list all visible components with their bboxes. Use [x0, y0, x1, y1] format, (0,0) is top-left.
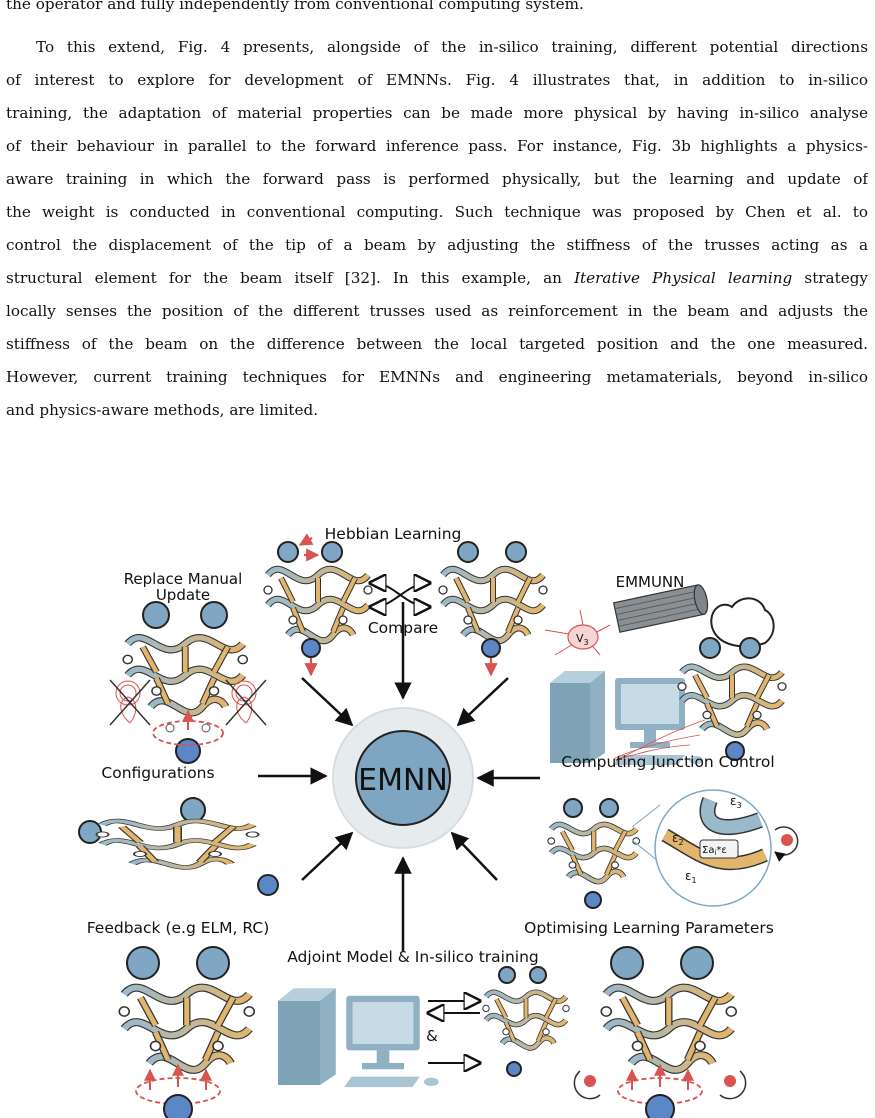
compare-label: Compare — [368, 619, 438, 637]
text-line: stiffness of the beam on the difference … — [6, 335, 868, 353]
epsilon-3: ε3 — [730, 794, 742, 810]
text-line: aware training in which the forward pass… — [6, 170, 868, 188]
text-line: To this extend, Fig. 4 presents, alongsi… — [36, 38, 868, 56]
text-line: locally senses the position of the diffe… — [6, 302, 868, 320]
text-line: and physics-aware methods, are limited. — [6, 401, 319, 419]
epsilon-2: ε2 — [672, 831, 684, 847]
hebbian-learning-label: Hebbian Learning — [325, 525, 462, 543]
update-label: Update — [156, 586, 210, 604]
sum-label: Σai*ε — [702, 845, 727, 857]
optimising-label: Optimising Learning Parameters — [524, 919, 774, 937]
gear-icon — [724, 1075, 736, 1087]
text-line: However, current training techniques for… — [6, 368, 868, 386]
adjoint-computer-icon — [278, 988, 439, 1088]
gear-icon — [584, 1075, 596, 1087]
hebbian-lattice-right — [439, 541, 547, 677]
body-text: the operator and fully independently fro… — [6, 0, 868, 427]
text-line: the operator and fully independently fro… — [6, 0, 584, 13]
figure-4-diagram: EMNN Hebbian Learning — [78, 525, 799, 1118]
emmunn-label: EMMUNN — [616, 573, 685, 591]
emmunn-illustration: V3 — [544, 584, 786, 765]
configurations-lattice — [78, 797, 279, 896]
replace-manual-lattice — [109, 601, 267, 764]
muscle-arm-icon — [710, 597, 775, 648]
text-fragment: structural element for the beam itself [… — [6, 269, 575, 287]
configurations-label: Configurations — [101, 764, 214, 782]
feedback-lattice — [119, 946, 254, 1118]
feedback-label: Feedback (e.g ELM, RC) — [87, 919, 270, 937]
text-line: of interest to explore for development o… — [6, 71, 868, 89]
text-line: of their behaviour in parallel to the fo… — [6, 137, 868, 155]
adjoint-arrows — [428, 1001, 480, 1063]
junction-control-label: Computing Junction Control — [561, 753, 774, 771]
hebbian-lattice-left — [264, 533, 372, 677]
compare-cross-arrows — [370, 583, 430, 607]
junction-lattice — [548, 798, 640, 909]
connector-arrows — [258, 602, 540, 951]
adjoint-model-label: Adjoint Model & In-silico training — [287, 948, 539, 966]
emnn-label: EMNN — [358, 763, 448, 798]
junction-zoom: Σai*ε ε2 ε3 ε1 — [631, 789, 799, 907]
text-line: training, the adaptation of material pro… — [6, 104, 868, 122]
text-line: the weight is conducted in conventional … — [6, 203, 868, 221]
ampersand-label: & — [426, 1027, 438, 1045]
neuron-icon — [567, 624, 599, 650]
gear-icon — [781, 834, 793, 846]
text-line: control the displacement of the tip of a… — [6, 236, 868, 254]
text-fragment: strategy — [792, 269, 868, 287]
v3-label: V3 — [576, 632, 589, 647]
optimising-lattice — [573, 946, 747, 1118]
muscle-fiber-icon — [612, 584, 709, 633]
emphasis-text: Iterative Physical learning — [574, 269, 793, 287]
adjoint-lattice — [483, 966, 569, 1077]
replace-manual-label: Replace Manual — [124, 570, 243, 588]
text-line: structural element for the beam itself [… — [6, 262, 868, 295]
emnn-core — [355, 730, 451, 826]
epsilon-1: ε1 — [685, 869, 697, 885]
